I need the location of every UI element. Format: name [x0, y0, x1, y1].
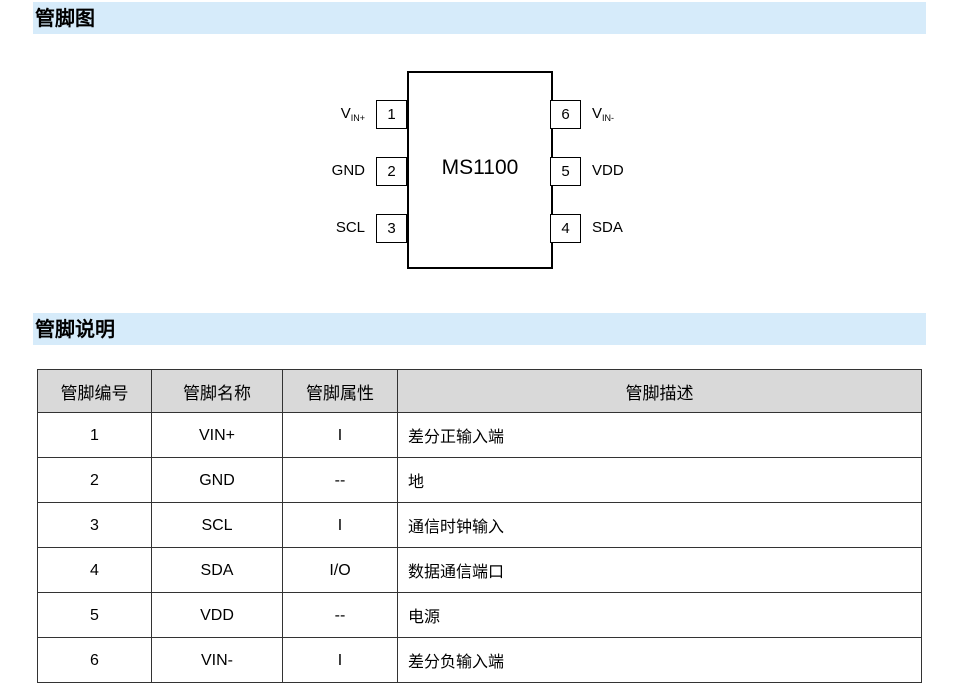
header-pin-attribute: 管脚属性 — [282, 369, 398, 413]
table-row: 6 VIN- I 差分负输入端 — [37, 637, 922, 683]
pin-number-box-3: 3 — [376, 214, 407, 243]
table-row: 3 SCL I 通信时钟输入 — [37, 502, 922, 548]
cell-pin-attribute: I/O — [282, 547, 398, 593]
cell-pin-number: 3 — [37, 502, 152, 548]
header-pin-number: 管脚编号 — [37, 369, 152, 413]
table-row: 4 SDA I/O 数据通信端口 — [37, 547, 922, 593]
pin-name-right-4: SDA — [592, 219, 623, 236]
header-pin-description: 管脚描述 — [397, 369, 922, 413]
table-header-row: 管脚编号 管脚名称 管脚属性 管脚描述 — [37, 369, 922, 413]
pin-name-left-1: VIN+ — [340, 105, 365, 123]
pin-number-box-2: 2 — [376, 157, 407, 186]
pin-number-box-6: 6 — [550, 100, 581, 129]
header-pin-name: 管脚名称 — [151, 369, 283, 413]
chip-body: MS1100 — [407, 71, 553, 269]
cell-pin-number: 1 — [37, 412, 152, 458]
pin-number-box-4: 4 — [550, 214, 581, 243]
pinout-section-title: 管脚图 — [35, 6, 95, 30]
chip-name: MS1100 — [441, 156, 519, 179]
cell-pin-name: SDA — [151, 547, 283, 593]
cell-pin-number: 4 — [37, 547, 152, 593]
cell-pin-number: 6 — [37, 637, 152, 683]
table-row: 5 VDD -- 电源 — [37, 592, 922, 638]
pin-name-left-3: SCL — [335, 219, 365, 236]
pin-description-table: 管脚编号 管脚名称 管脚属性 管脚描述 1 VIN+ I 差分正输入端 2 GN… — [37, 369, 922, 683]
pin-name-right-5: VDD — [592, 162, 624, 179]
cell-pin-name: VIN- — [151, 637, 283, 683]
cell-pin-description: 数据通信端口 — [397, 547, 922, 593]
pin-name-left-2: GND — [331, 162, 365, 179]
description-section-header: 管脚说明 — [33, 313, 926, 345]
cell-pin-attribute: -- — [282, 592, 398, 638]
cell-pin-description: 差分正输入端 — [397, 412, 922, 458]
pin-number-box-1: 1 — [376, 100, 407, 129]
cell-pin-attribute: -- — [282, 457, 398, 503]
table-row: 2 GND -- 地 — [37, 457, 922, 503]
cell-pin-description: 地 — [397, 457, 922, 503]
cell-pin-attribute: I — [282, 502, 398, 548]
pin-name-right-6: VIN- — [592, 105, 615, 123]
cell-pin-description: 电源 — [397, 592, 922, 638]
cell-pin-number: 2 — [37, 457, 152, 503]
cell-pin-description: 差分负输入端 — [397, 637, 922, 683]
description-section-title: 管脚说明 — [35, 317, 115, 341]
cell-pin-description: 通信时钟输入 — [397, 502, 922, 548]
cell-pin-name: VIN+ — [151, 412, 283, 458]
cell-pin-name: GND — [151, 457, 283, 503]
cell-pin-number: 5 — [37, 592, 152, 638]
pinout-section-header: 管脚图 — [33, 2, 926, 34]
cell-pin-name: VDD — [151, 592, 283, 638]
cell-pin-attribute: I — [282, 637, 398, 683]
cell-pin-name: SCL — [151, 502, 283, 548]
cell-pin-attribute: I — [282, 412, 398, 458]
table-row: 1 VIN+ I 差分正输入端 — [37, 412, 922, 458]
pin-number-box-5: 5 — [550, 157, 581, 186]
